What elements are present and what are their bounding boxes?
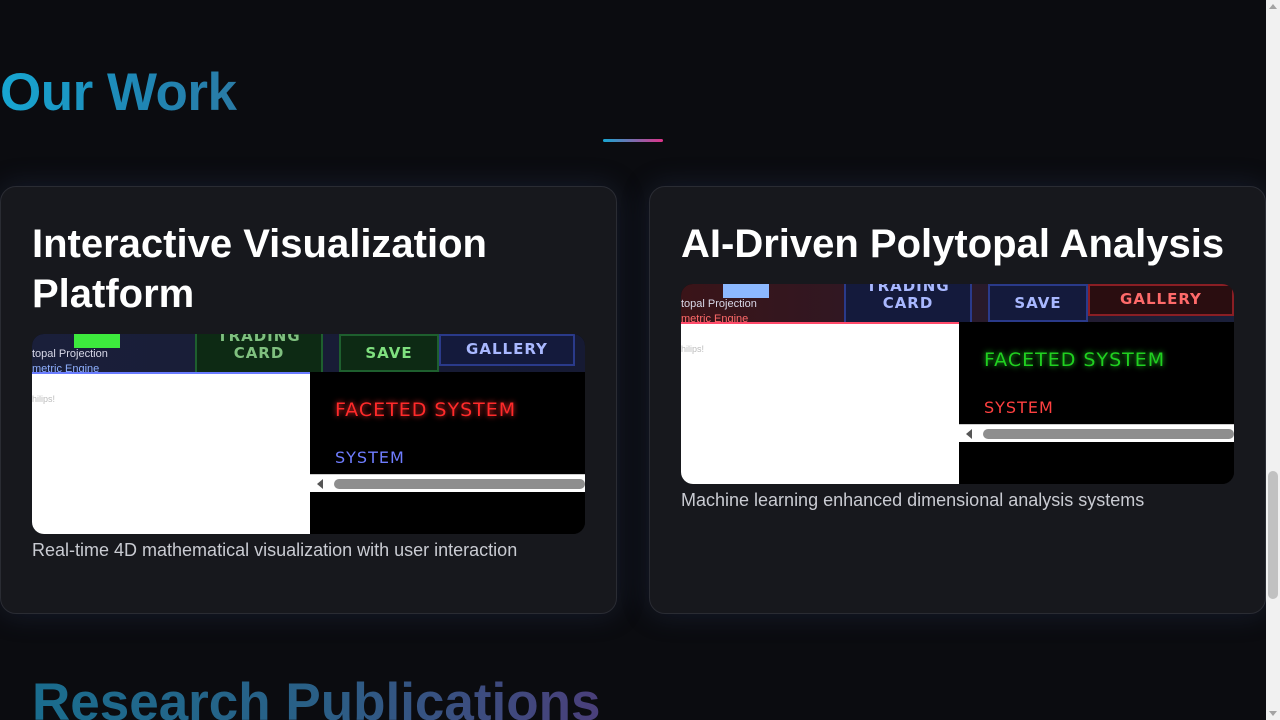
section-title: Our Work xyxy=(0,63,237,122)
thumbnail-headline: FACETED SYSTEM xyxy=(984,349,1166,371)
thumbnail-canvas xyxy=(681,324,959,484)
title-underline xyxy=(603,139,663,142)
thumbnail-tiny-text: hilips! xyxy=(681,344,705,354)
project-thumbnail[interactable]: topal Projection metric Engine TRADING C… xyxy=(32,334,585,534)
thumbnail-subtitle: SYSTEM xyxy=(335,448,405,467)
thumbnail-scrollbar xyxy=(310,474,585,492)
scroll-down-icon[interactable] xyxy=(1269,711,1277,716)
thumbnail-color-swatch xyxy=(723,284,769,298)
thumbnail-color-swatch xyxy=(74,334,120,348)
project-card-visualization[interactable]: Interactive Visualization Platform topal… xyxy=(0,186,617,614)
project-card-ai-analysis[interactable]: AI-Driven Polytopal Analysis topal Proje… xyxy=(649,186,1266,614)
thumbnail-headline: FACETED SYSTEM xyxy=(335,399,517,421)
thumbnail-tab: TRADING CARD xyxy=(195,334,323,374)
project-title: Interactive Visualization Platform xyxy=(32,222,487,316)
scroll-up-icon[interactable] xyxy=(1269,4,1277,9)
thumbnail-tab: GALLERY xyxy=(439,334,575,366)
project-description: Machine learning enhanced dimensional an… xyxy=(681,490,1145,510)
thumbnail-canvas xyxy=(32,374,310,534)
thumbnail-label: topal Projection xyxy=(681,298,757,310)
thumbnail-tab: GALLERY xyxy=(1088,284,1234,316)
thumbnail-panel: FACETED SYSTEM SYSTEM xyxy=(959,322,1234,484)
thumbnail-subtitle: SYSTEM xyxy=(984,398,1054,417)
thumbnail-scroll-thumb xyxy=(983,429,1234,439)
thumbnail-tiny-text: hilips! xyxy=(32,394,56,404)
project-description: Real-time 4D mathematical visualization … xyxy=(32,540,518,560)
scroll-left-icon xyxy=(966,429,972,439)
thumbnail-tab: SAVE xyxy=(339,334,439,372)
thumbnail-scrollbar xyxy=(959,424,1234,442)
thumbnail-tab: SAVE xyxy=(988,284,1088,322)
page-scrollbar[interactable] xyxy=(1266,0,1280,720)
project-thumbnail[interactable]: topal Projection metric Engine TRADING C… xyxy=(681,284,1234,484)
scrollbar-thumb[interactable] xyxy=(1268,471,1278,599)
thumbnail-divider xyxy=(32,372,585,374)
thumbnail-panel: FACETED SYSTEM SYSTEM xyxy=(310,372,585,534)
thumbnail-tab: TRADING CARD xyxy=(844,284,972,324)
thumbnail-label: topal Projection xyxy=(32,348,108,360)
thumbnail-scroll-thumb xyxy=(334,479,585,489)
thumbnail-divider xyxy=(681,322,1234,324)
research-publications-title: Research Publications xyxy=(32,672,600,720)
scroll-left-icon xyxy=(317,479,323,489)
project-title: AI-Driven Polytopal Analysis xyxy=(681,222,1225,266)
